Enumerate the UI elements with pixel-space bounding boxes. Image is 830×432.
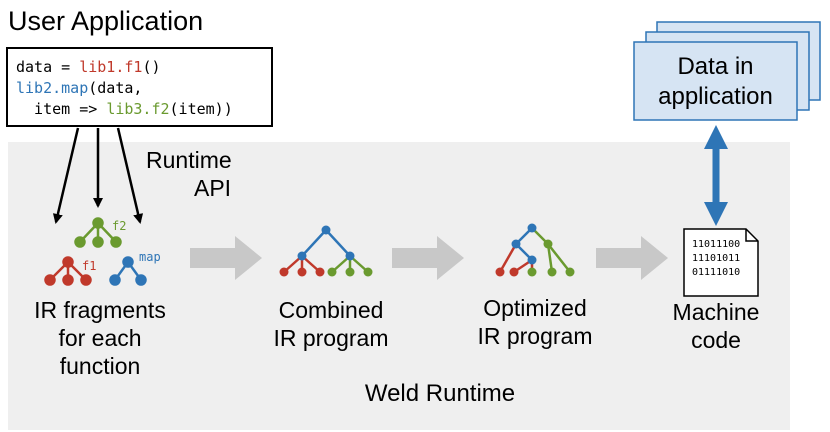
runtime-api-line: Runtime bbox=[146, 147, 232, 173]
ir-fragments-label: IR fragments for each function bbox=[10, 296, 190, 380]
code-token: (item)) bbox=[169, 100, 233, 118]
label-line: IR fragments bbox=[34, 297, 166, 323]
combined-ir-label: Combined IR program bbox=[246, 296, 416, 352]
code-call-lib3: lib3.f2 bbox=[106, 100, 170, 118]
fragment-tag-f2: f2 bbox=[112, 219, 127, 233]
pipeline-arrow-1 bbox=[190, 236, 262, 280]
bits-line: 01111010 bbox=[692, 267, 741, 278]
api-arrow-f1 bbox=[52, 127, 80, 224]
label-line: Combined bbox=[278, 297, 384, 323]
fragment-tag-map: map bbox=[139, 250, 161, 264]
code-call-lib2: lib2.map bbox=[16, 79, 89, 97]
runtime-api-line: API bbox=[194, 175, 232, 201]
api-arrow-map bbox=[116, 127, 144, 224]
optimized-ir-label: Optimized IR program bbox=[450, 294, 620, 350]
code-token: data = bbox=[16, 58, 80, 76]
label-line: Optimized bbox=[483, 295, 587, 321]
code-call-lib1: lib1.f1 bbox=[79, 58, 143, 76]
code-box: data = lib1.f1() lib2.map(data, item => … bbox=[6, 47, 273, 127]
data-box-front bbox=[633, 41, 798, 121]
label-line: Machine bbox=[672, 299, 760, 325]
label-line: IR program bbox=[477, 323, 593, 349]
weld-runtime-label: Weld Runtime bbox=[364, 380, 516, 407]
fragment-tree-f1 bbox=[44, 256, 92, 286]
fragment-tree-f2 bbox=[74, 217, 122, 248]
label-line: IR program bbox=[273, 325, 389, 351]
fragment-tree-map bbox=[109, 256, 147, 286]
label-line: application bbox=[658, 83, 773, 110]
bits-line: 11101011 bbox=[692, 253, 741, 264]
optimized-ir-tree bbox=[495, 223, 575, 277]
label-line: code bbox=[691, 327, 741, 353]
combined-ir-tree bbox=[279, 225, 373, 277]
data-in-application-label: Data in application bbox=[634, 52, 797, 112]
code-token: item => bbox=[16, 100, 107, 118]
machine-code-label: Machine code bbox=[656, 298, 776, 354]
weld-runtime-region bbox=[8, 142, 790, 430]
user-application-title: User Application bbox=[8, 6, 204, 36]
label-line: function bbox=[59, 353, 141, 379]
pipeline-arrow-3 bbox=[596, 236, 668, 280]
fragment-tag-f1: f1 bbox=[82, 259, 97, 273]
machine-code-document bbox=[683, 228, 759, 297]
pipeline-arrow-2 bbox=[392, 236, 464, 280]
label-line: for each bbox=[58, 325, 142, 351]
bits-line: 11011100 bbox=[692, 239, 741, 250]
label-line: Data in bbox=[677, 53, 754, 80]
machine-code-bits: 11011100 11101011 01111010 bbox=[692, 238, 740, 280]
code-token: (data, bbox=[88, 79, 143, 97]
code-token: () bbox=[142, 58, 161, 76]
runtime-api-label: Runtime API bbox=[146, 146, 232, 202]
